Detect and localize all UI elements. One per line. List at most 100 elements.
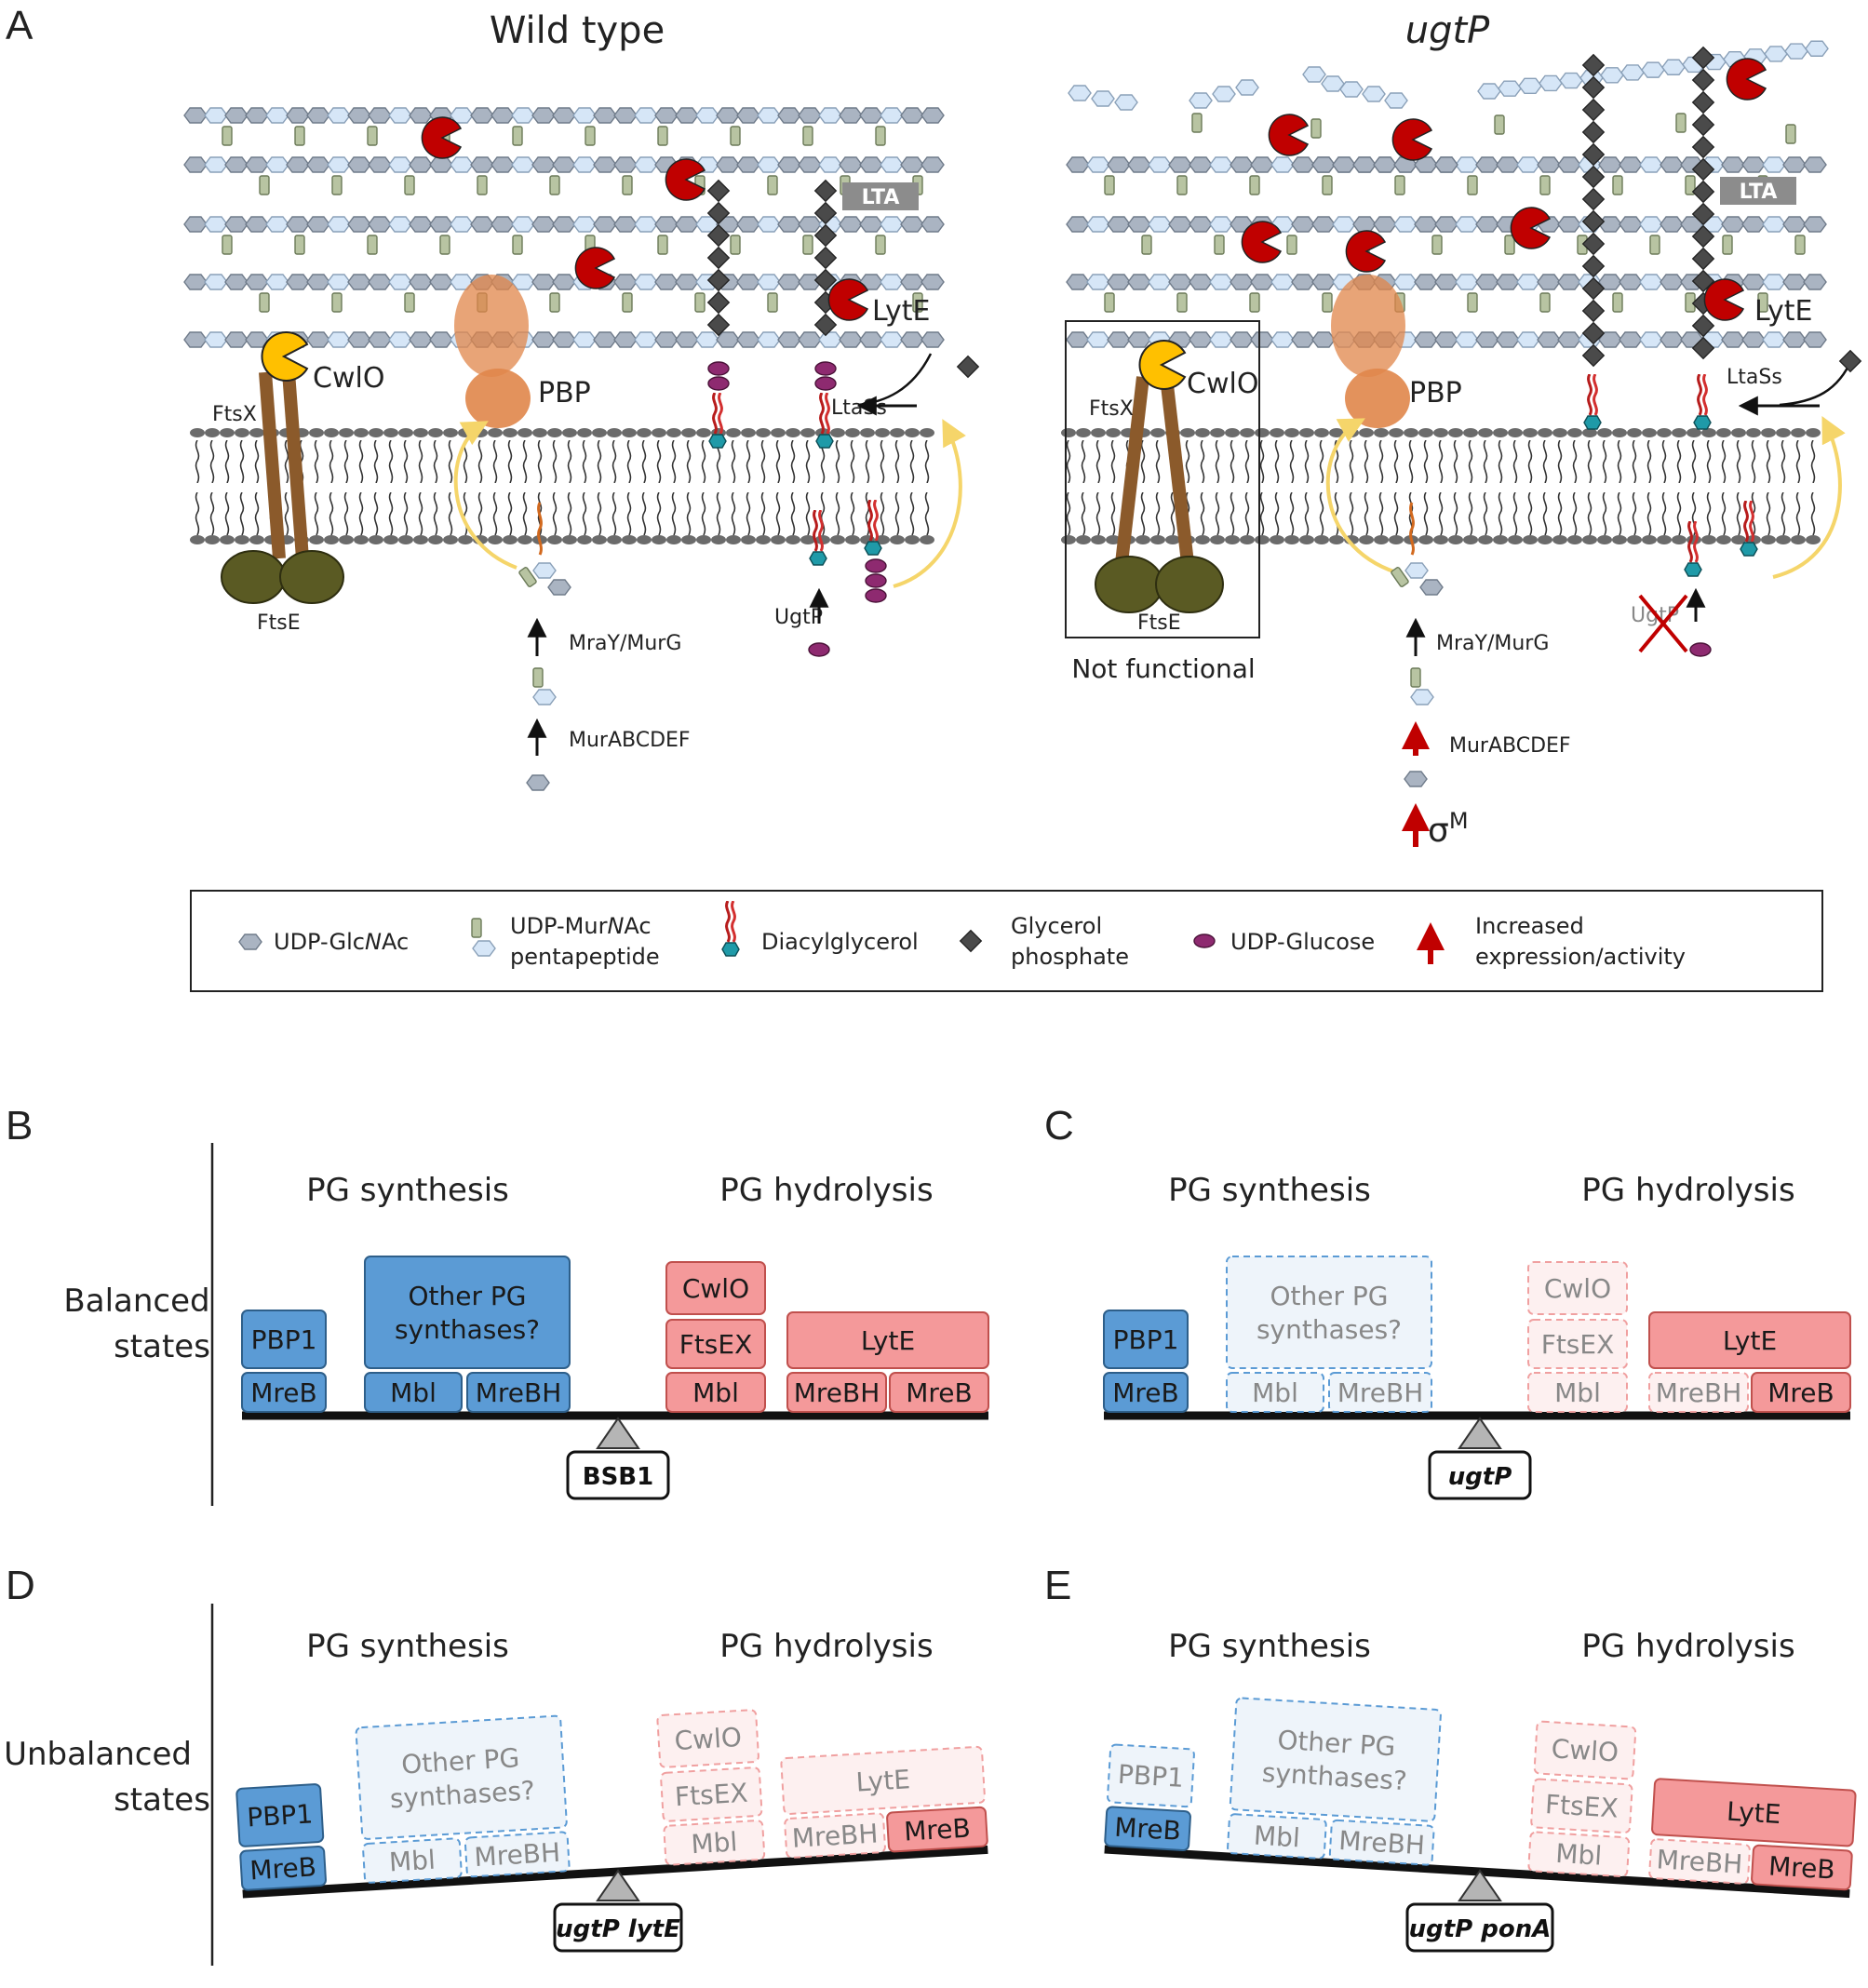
svg-text:MreB: MreB bbox=[1767, 1850, 1835, 1885]
svg-text:MreBH: MreBH bbox=[1337, 1825, 1425, 1860]
svg-text:Mbl: Mbl bbox=[692, 1377, 739, 1408]
legend-gp-line2: phosphate bbox=[1011, 944, 1129, 970]
mrebh-synthesis: MreBH bbox=[464, 1831, 571, 1878]
dag-inner-mutant-1 bbox=[1683, 521, 1703, 578]
lta-label-mutant: LTA bbox=[1740, 181, 1778, 204]
strain-label: ugtP lytE bbox=[556, 1915, 680, 1943]
lyte-box: LytE bbox=[786, 1311, 989, 1369]
svg-text:Other PG: Other PG bbox=[1270, 1281, 1389, 1311]
mbl-synthesis: Mbl bbox=[362, 1837, 463, 1884]
fulcrum bbox=[1458, 1417, 1502, 1449]
ftsex: FtsEX bbox=[1527, 1319, 1628, 1369]
mbl-synthesis: Mbl bbox=[1227, 1813, 1327, 1860]
pbp1: PBP1 bbox=[235, 1783, 325, 1847]
svg-text:LytE: LytE bbox=[1723, 1325, 1777, 1356]
udp-glcnac-mutant bbox=[1404, 771, 1428, 787]
mrebh-synthesis: MreBH bbox=[1328, 1372, 1432, 1413]
ftsx-label-mutant: FtsX bbox=[1089, 397, 1134, 421]
ftsex: FtsEX bbox=[660, 1766, 763, 1822]
svg-text:MreB: MreB bbox=[250, 1377, 317, 1408]
strain-label: ugtP ponA bbox=[1409, 1915, 1552, 1943]
svg-text:LytE: LytE bbox=[1726, 1796, 1781, 1830]
ftsex-complex-mutant bbox=[1095, 340, 1224, 613]
svg-text:MreB: MreB bbox=[1112, 1377, 1179, 1408]
mbl-hydrolysis: Mbl bbox=[1527, 1831, 1631, 1878]
svg-text:Other PG: Other PG bbox=[400, 1742, 520, 1780]
lipid-ii-flip-arrow-wt bbox=[453, 421, 517, 570]
svg-text:Mbl: Mbl bbox=[390, 1377, 437, 1408]
pbp-wt bbox=[454, 275, 531, 428]
svg-text:Mbl: Mbl bbox=[1554, 1838, 1603, 1872]
svg-text:Mbl: Mbl bbox=[388, 1845, 437, 1878]
strain-label-box bbox=[1405, 1902, 1554, 1953]
wild-type-cell-wall bbox=[183, 107, 945, 348]
lta-flip-arrow-mutant bbox=[1772, 416, 1846, 579]
mreb-hydrolysis: MreB bbox=[1751, 1844, 1853, 1891]
sigma-label: σM bbox=[1428, 808, 1469, 850]
scale-beam bbox=[242, 1845, 988, 1899]
ftsx-label-wt: FtsX bbox=[212, 403, 257, 426]
lta-label-wt: LTA bbox=[862, 186, 900, 209]
mrebh-hydrolysis: MreBH bbox=[786, 1372, 887, 1413]
svg-text:FtsEX: FtsEX bbox=[1541, 1329, 1615, 1360]
mreb-synthesis: MreB bbox=[1103, 1372, 1189, 1413]
mrebh-hydrolysis: MreBH bbox=[784, 1812, 886, 1859]
pbp1: PBP1 bbox=[241, 1310, 327, 1369]
pg-synthesis-title: PG synthesis bbox=[1168, 1172, 1371, 1209]
cwlo-label-wt: CwlO bbox=[313, 362, 384, 395]
cwlo-label-mutant: CwlO bbox=[1187, 368, 1258, 400]
mbl-synthesis: Mbl bbox=[1226, 1372, 1324, 1413]
not-functional-label: Not functional bbox=[1071, 653, 1255, 684]
strain-label: BSB1 bbox=[583, 1463, 653, 1491]
svg-text:PBP1: PBP1 bbox=[246, 1798, 314, 1833]
pbp1: PBP1 bbox=[1107, 1743, 1195, 1808]
unbalanced-label-2: states bbox=[114, 1781, 210, 1819]
unbalanced-label-1: Unbalanced bbox=[4, 1736, 192, 1773]
panel-letter-a: A bbox=[6, 3, 34, 48]
legend-murnac-line2: pentapeptide bbox=[510, 944, 660, 970]
svg-text:MreBH: MreBH bbox=[476, 1377, 562, 1408]
not-functional-box bbox=[1065, 320, 1260, 638]
mrebh-hydrolysis: MreBH bbox=[1648, 1838, 1751, 1885]
svg-text:MreBH: MreBH bbox=[791, 1818, 879, 1853]
balanced-label-1: Balanced bbox=[63, 1283, 209, 1320]
svg-text:LytE: LytE bbox=[855, 1764, 911, 1797]
pbp-mutant bbox=[1331, 275, 1410, 428]
mrebh-synthesis: MreBH bbox=[466, 1372, 571, 1413]
pg-hydrolysis-title: PG hydrolysis bbox=[1581, 1628, 1794, 1665]
glycerol-phosphate-free-mutant bbox=[1839, 350, 1861, 372]
ftsex: FtsEX bbox=[665, 1319, 766, 1369]
pg-synthesis-title: PG synthesis bbox=[306, 1172, 509, 1209]
ltass-label-mutant: LtaSs bbox=[1727, 366, 1782, 389]
legend-increased-line2: expression/activity bbox=[1475, 944, 1686, 970]
lipid-ii-wt bbox=[517, 502, 571, 596]
fulcrum bbox=[596, 1869, 640, 1901]
svg-text:MreB: MreB bbox=[249, 1851, 317, 1886]
mreb-hydrolysis: MreB bbox=[889, 1372, 989, 1413]
svg-text:synthases?: synthases? bbox=[1257, 1314, 1402, 1345]
svg-text:MreBH: MreBH bbox=[1656, 1844, 1743, 1879]
svg-text:MreBH: MreBH bbox=[794, 1377, 880, 1408]
scale-beam bbox=[1104, 1845, 1850, 1899]
strain-label-box bbox=[553, 1902, 683, 1953]
ugtp-mutant-title: ugtP bbox=[1405, 9, 1490, 52]
svg-text:FtsEX: FtsEX bbox=[674, 1778, 748, 1813]
cwlo: CwlO bbox=[656, 1709, 759, 1768]
svg-text:PBP1: PBP1 bbox=[1117, 1759, 1185, 1793]
mreb-synthesis: MreB bbox=[239, 1846, 327, 1891]
strain-label: ugtP bbox=[1448, 1463, 1512, 1491]
legend-box bbox=[190, 890, 1823, 992]
wild-type-title: Wild type bbox=[490, 9, 665, 52]
mreb-synthesis: MreB bbox=[1104, 1806, 1191, 1852]
mreb-hydrolysis: MreB bbox=[886, 1806, 988, 1853]
mreb-hydrolysis: MreB bbox=[1751, 1372, 1851, 1413]
svg-text:MreB: MreB bbox=[1767, 1377, 1834, 1408]
strain-label-box bbox=[1428, 1450, 1532, 1500]
